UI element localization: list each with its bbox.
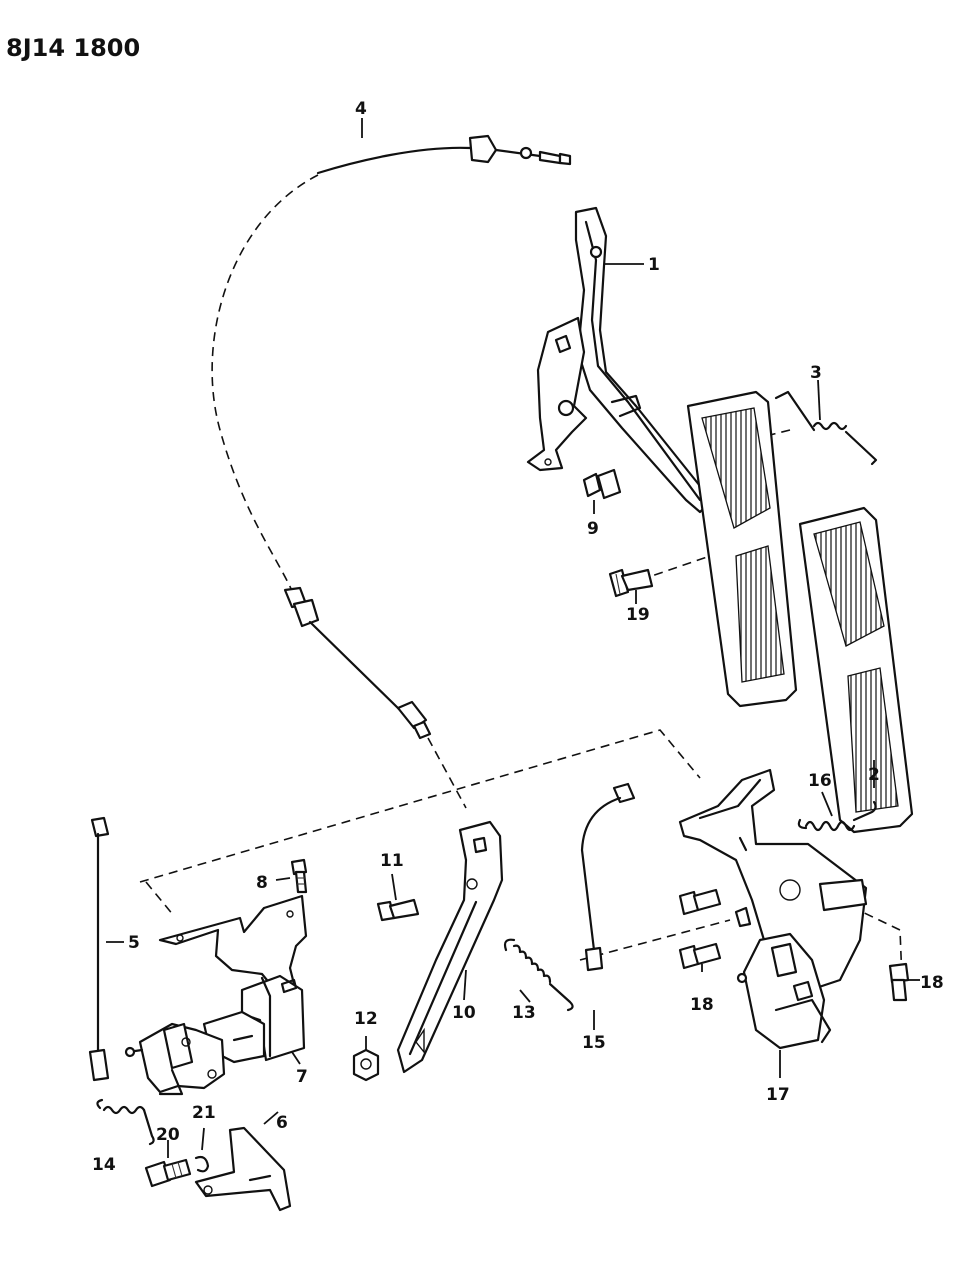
retaining-clip: [194, 1155, 210, 1173]
callout-19: 19: [626, 605, 650, 625]
callout-1: 1: [648, 255, 660, 275]
accelerator-pedal-arm: [526, 206, 714, 514]
cable-support-bracket: [396, 820, 504, 1074]
callout-labels: 1 2 3 4 5 6 7 8 9 10 11 12 13 14 15 16 1…: [92, 99, 944, 1175]
callout-15: 15: [582, 1033, 606, 1053]
pivot-bolt: [582, 468, 622, 500]
pedal-pivot-pin: [608, 568, 654, 598]
callout-4: 4: [355, 99, 367, 119]
callout-10: 10: [452, 1003, 476, 1023]
callout-6: 6: [276, 1113, 288, 1133]
callout-leaders: [106, 118, 920, 1158]
callout-3: 3: [810, 363, 822, 383]
callout-14: 14: [92, 1155, 116, 1175]
callout-18a: 18: [690, 995, 714, 1015]
assembly-bolt-upper: [678, 888, 752, 928]
throttle-cable: [211, 134, 572, 740]
callout-12: 12: [354, 1009, 378, 1029]
mounting-bolt-lower: [144, 1158, 192, 1188]
assembly-bolt-right: [888, 962, 910, 1002]
callout-17: 17: [766, 1085, 790, 1105]
callout-18b: 18: [920, 973, 944, 993]
callout-11: 11: [380, 851, 404, 871]
callout-2: 2: [868, 765, 880, 785]
throttle-lever-bracket: [194, 1126, 292, 1212]
accelerator-pedal-pad-lower: [798, 506, 914, 834]
pedal-return-spring: [774, 390, 878, 466]
lever-return-spring: [96, 1098, 155, 1146]
bracket-bolt-mid: [376, 898, 420, 922]
callout-8: 8: [256, 873, 268, 893]
tension-spring-13: [503, 938, 574, 1012]
throttle-rod: [88, 816, 110, 1082]
callout-13: 13: [512, 1003, 536, 1023]
tension-spring-16: [797, 800, 877, 832]
callout-9: 9: [587, 519, 599, 539]
callout-7: 7: [296, 1067, 308, 1087]
reference-code: 8J14 1800: [6, 34, 140, 62]
callout-5: 5: [128, 933, 140, 953]
assembly-bolt-lower: [678, 942, 722, 970]
callout-21: 21: [192, 1103, 216, 1123]
throttle-link-rod: [580, 782, 636, 972]
callout-16: 16: [808, 771, 832, 791]
throttle-control-assembly: [678, 768, 868, 1050]
throttle-bracket: [124, 894, 308, 1096]
accelerator-pedal-pad-upper: [686, 390, 798, 708]
hex-nut: [352, 1048, 380, 1082]
bracket-bolt-upper: [290, 858, 308, 894]
callout-20: 20: [156, 1125, 180, 1145]
